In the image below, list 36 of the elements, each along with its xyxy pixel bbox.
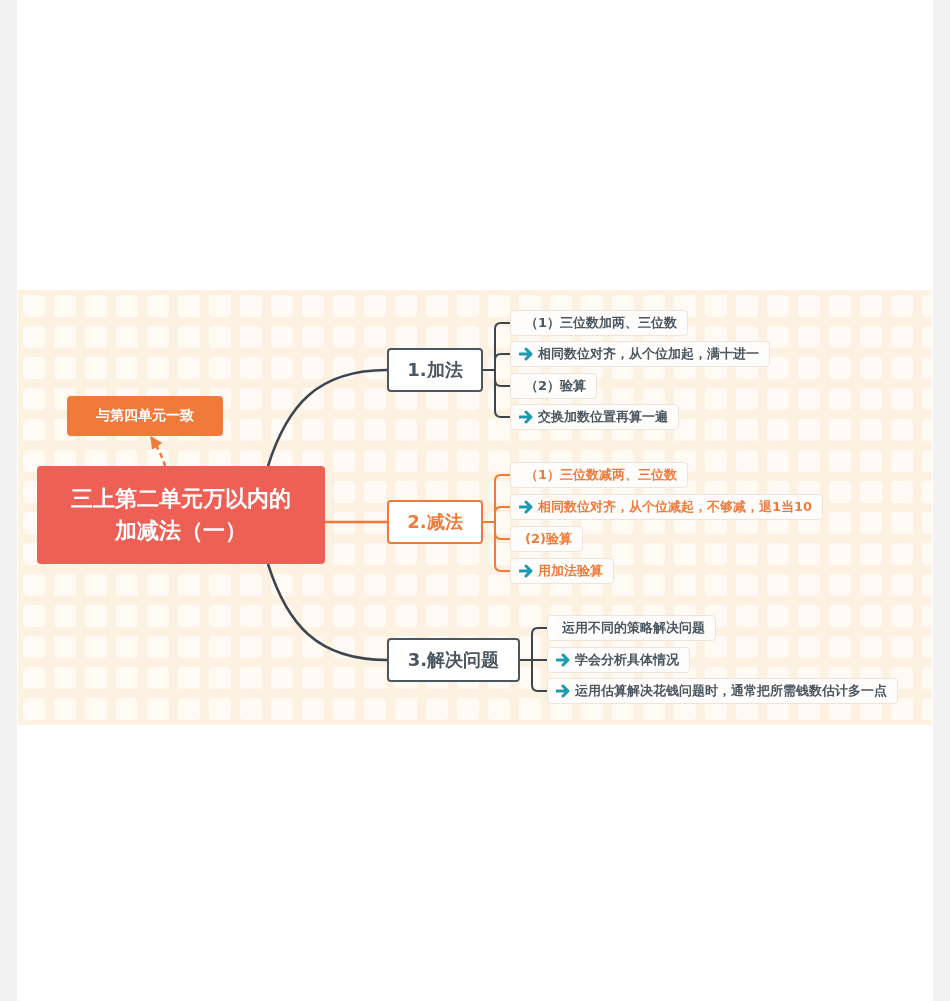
- connector-line: [325, 520, 387, 524]
- subtopic-box: [510, 373, 598, 399]
- branch-box: [387, 348, 483, 392]
- branch-box: [387, 638, 520, 682]
- topic-text: 2.减法: [407, 510, 463, 534]
- connector-line: [149, 435, 167, 467]
- subtopic-box: [510, 310, 689, 336]
- subtopic-box: [510, 558, 614, 584]
- topic-text: 学会分析具体情况: [575, 651, 679, 669]
- topic-text: 三上第二单元万以内的加减法（一）: [70, 485, 292, 545]
- subtopic-box: [547, 647, 690, 673]
- branch-box: [387, 500, 483, 544]
- topic-text: 1.加法: [407, 358, 463, 382]
- topic-text: (2)验算: [525, 530, 572, 548]
- topic-text: 用加法验算: [538, 562, 603, 580]
- topic-text: 3.解决问题: [407, 648, 500, 672]
- topic-text: （1）三位数减两、三位数: [525, 466, 678, 484]
- subtopic-box: [547, 615, 716, 641]
- topic-text: 交换加数位置再算一遍: [538, 408, 668, 426]
- topic-text: 运用估算解决花钱问题时，通常把所需钱数估计多一点: [575, 682, 887, 700]
- topic-text: 运用不同的策略解决问题: [562, 619, 705, 637]
- topic-text: （2）验算: [525, 377, 587, 395]
- topic-text: 相同数位对齐，从个位加起，满十进一: [538, 345, 759, 363]
- central-topic-box: [37, 466, 325, 564]
- subtopic-box: [510, 462, 689, 488]
- subtopic-box: [510, 341, 770, 367]
- floating-topic-box: [67, 396, 223, 436]
- connector-line: [266, 368, 388, 467]
- topic-text: 相同数位对齐，从个位减起，不够减，退1当10: [538, 498, 813, 516]
- subtopic-box: [510, 526, 583, 552]
- subtopic-box: [547, 678, 898, 704]
- subtopic-box: [510, 494, 824, 520]
- subtopic-box: [510, 404, 679, 430]
- connector-line: [266, 563, 388, 662]
- topic-text: 与第四单元一致: [96, 407, 194, 425]
- topic-text: （1）三位数加两、三位数: [525, 314, 678, 332]
